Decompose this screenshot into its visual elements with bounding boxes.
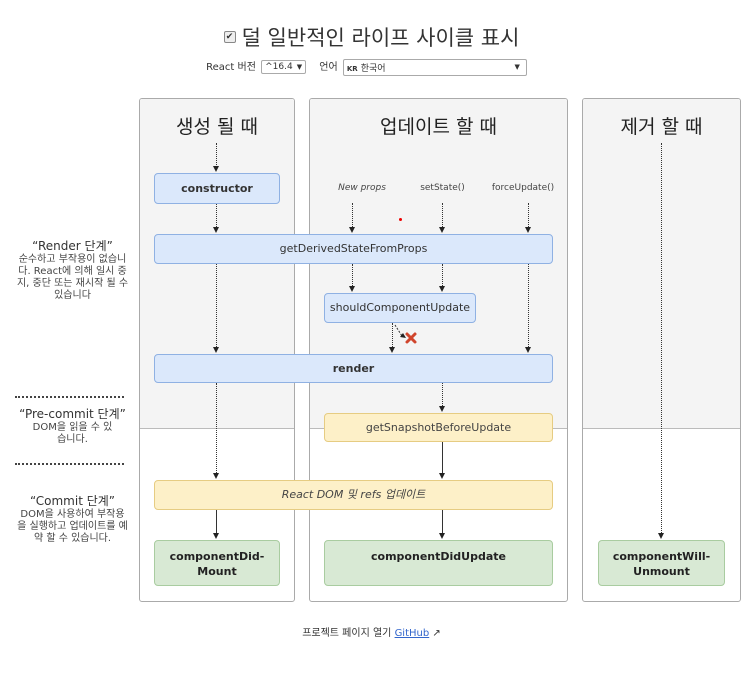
connector-line bbox=[216, 510, 217, 533]
connector-line bbox=[442, 383, 443, 406]
unmounting-column-title: 제거 할 때 bbox=[620, 116, 703, 138]
mounting-column-title: 생성 될 때 bbox=[176, 116, 258, 138]
arrow-down-icon bbox=[525, 227, 531, 233]
arrow-down-icon bbox=[213, 227, 219, 233]
commit-phase-title: “Commit 단계” bbox=[29, 494, 116, 508]
flag-icon: KR bbox=[346, 64, 358, 73]
arrow-down-icon bbox=[439, 533, 445, 539]
arrow-down-icon bbox=[439, 473, 445, 479]
connector-line bbox=[442, 442, 443, 473]
cancel-branch bbox=[394, 324, 417, 344]
arrow-down-icon bbox=[349, 286, 355, 292]
phase-divider bbox=[15, 463, 124, 465]
toggle-label: 덜 일반적인 라이프 사이클 표시 bbox=[241, 26, 520, 50]
github-link[interactable]: GitHub bbox=[394, 628, 430, 639]
connector-line bbox=[216, 204, 217, 227]
commit-phase-label: “Commit 단계” DOM을 사용하여 부작용을 실행하고 업데이트를 예약… bbox=[15, 495, 130, 545]
arrow-down-icon bbox=[439, 286, 445, 292]
connector-line bbox=[216, 143, 217, 167]
precommit-phase-title: “Pre-commit 단계” bbox=[19, 407, 126, 421]
checkbox-icon[interactable]: ✔ bbox=[223, 31, 236, 43]
connector-line bbox=[352, 203, 353, 227]
react-version-label: React 버전 bbox=[206, 62, 256, 73]
precommit-phase-description: DOM을 읽을 수 있습니다. bbox=[32, 422, 113, 445]
cancel-x-icon bbox=[405, 332, 417, 344]
arrow-icon bbox=[400, 333, 406, 338]
connector-line bbox=[392, 323, 393, 347]
render-phase-label: “Render 단계” 순수하고 부작용이 없습니다. React에 의해 일시… bbox=[15, 240, 130, 302]
react-version-value: ^16.4 bbox=[265, 62, 293, 72]
set-state-trigger: setState() bbox=[420, 183, 465, 193]
external-link-icon[interactable]: ↗ bbox=[432, 628, 441, 639]
updating-column-title: 업데이트 할 때 bbox=[380, 116, 497, 138]
dropdown-arrow-icon: ▼ bbox=[514, 62, 520, 71]
language-value: 한국어 bbox=[360, 63, 386, 74]
phase-divider bbox=[15, 396, 124, 398]
connector-line bbox=[528, 203, 529, 227]
language-label: 언어 bbox=[319, 62, 338, 73]
render-phase-description: 순수하고 부작용이 없습니다. React에 의해 일시 중지, 중단 또는 재… bbox=[16, 254, 129, 301]
footer: 프로젝트 페이지 열기 GitHub ↗ bbox=[0, 624, 743, 639]
connector-line bbox=[352, 264, 353, 286]
footer-text: 프로젝트 페이지 열기 bbox=[302, 628, 392, 639]
arrow-down-icon bbox=[213, 166, 219, 172]
red-dot bbox=[399, 218, 402, 221]
arrow-down-icon bbox=[213, 533, 219, 539]
render-phase-title: “Render 단계” bbox=[32, 239, 113, 253]
connector-line bbox=[661, 143, 662, 533]
component-did-update-box: componentDidUpdate bbox=[324, 540, 553, 586]
should-component-update-box: shouldComponentUpdate bbox=[324, 293, 476, 323]
render-box: render bbox=[154, 354, 553, 383]
arrow-down-icon bbox=[349, 227, 355, 233]
component-will-unmount-box: componentWill- Unmount bbox=[598, 540, 725, 586]
dropdown-arrow-icon: ▼ bbox=[296, 63, 303, 71]
connector-line bbox=[216, 264, 217, 347]
connector-line bbox=[528, 264, 529, 347]
commit-phase-description: DOM을 사용하여 부작용을 실행하고 업데이트를 예약 할 수 있습니다. bbox=[17, 509, 128, 544]
arrow-down-icon bbox=[439, 227, 445, 233]
arrow-down-icon bbox=[658, 533, 664, 539]
new-props-trigger: New props bbox=[338, 183, 386, 193]
lifecycle-toggle[interactable]: ✔ 덜 일반적인 라이프 사이클 표시 bbox=[0, 22, 743, 52]
arrow-down-icon bbox=[389, 347, 395, 353]
arrow-down-icon bbox=[525, 347, 531, 353]
connector-line bbox=[216, 383, 217, 473]
constructor-box: constructor bbox=[154, 173, 280, 204]
connector-line bbox=[442, 510, 443, 533]
connector-line bbox=[442, 264, 443, 286]
react-version-select[interactable]: ^16.4▼ bbox=[261, 60, 307, 74]
react-dom-update-box: React DOM 및 refs 업데이트 bbox=[154, 480, 553, 510]
arrow-down-icon bbox=[213, 347, 219, 353]
arrow-down-icon bbox=[213, 473, 219, 479]
connector-line bbox=[442, 203, 443, 227]
get-snapshot-before-update-box: getSnapshotBeforeUpdate bbox=[324, 413, 553, 442]
precommit-phase-label: “Pre-commit 단계” DOM을 읽을 수 있습니다. bbox=[15, 408, 130, 446]
get-derived-state-from-props-box: getDerivedStateFromProps bbox=[154, 234, 553, 264]
force-update-trigger: forceUpdate() bbox=[491, 183, 555, 193]
arrow-down-icon bbox=[439, 406, 445, 412]
component-did-mount-box: componentDid- Mount bbox=[154, 540, 280, 586]
connector-line bbox=[394, 324, 403, 337]
